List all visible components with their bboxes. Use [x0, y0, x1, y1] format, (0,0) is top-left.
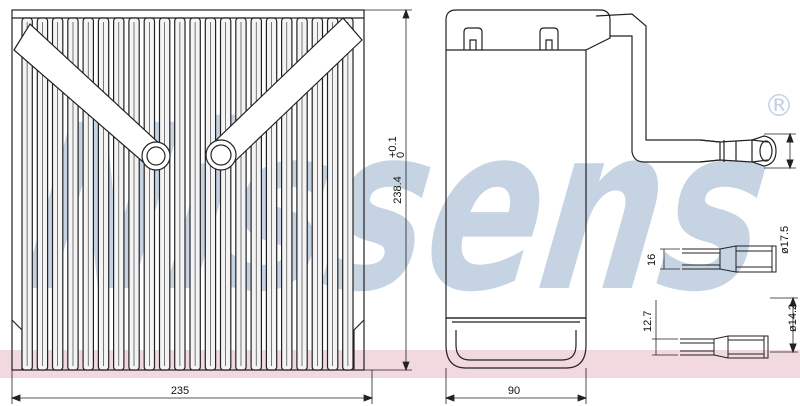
core-frame	[11, 9, 365, 371]
front-view	[11, 9, 365, 371]
watermark-text: Nissens	[12, 77, 784, 343]
depth-dimension	[444, 368, 588, 404]
svg-text:0: 0	[395, 152, 407, 158]
large-pipe-length-label: 16	[646, 254, 658, 266]
width-label: 235	[171, 385, 189, 397]
registered-mark: ®	[764, 89, 794, 124]
side-connector	[751, 135, 777, 167]
side-view	[445, 9, 777, 369]
side-bottom-tank	[445, 317, 587, 369]
svg-text:+0.1: +0.1	[387, 136, 399, 158]
side-body	[445, 9, 611, 319]
inlet-pipe-end	[141, 141, 171, 171]
svg-text:238.4: 238.4	[392, 176, 404, 204]
large-pipe-diameter-label: ø17.5	[779, 226, 791, 254]
width-dimension	[10, 370, 374, 404]
small-pipe-length-label: 12.7	[642, 311, 654, 332]
large-pipe-detail	[660, 132, 796, 273]
height-label: 238.4 +0.1 0	[387, 136, 407, 203]
depth-label: 90	[508, 385, 520, 397]
side-pipe	[595, 13, 721, 163]
small-pipe-detail	[652, 296, 798, 359]
small-pipe-diameter-label: ø14.2	[787, 304, 799, 332]
height-dimension	[364, 8, 412, 372]
fin-group	[21, 17, 354, 371]
outlet-pipe-end	[205, 139, 237, 171]
